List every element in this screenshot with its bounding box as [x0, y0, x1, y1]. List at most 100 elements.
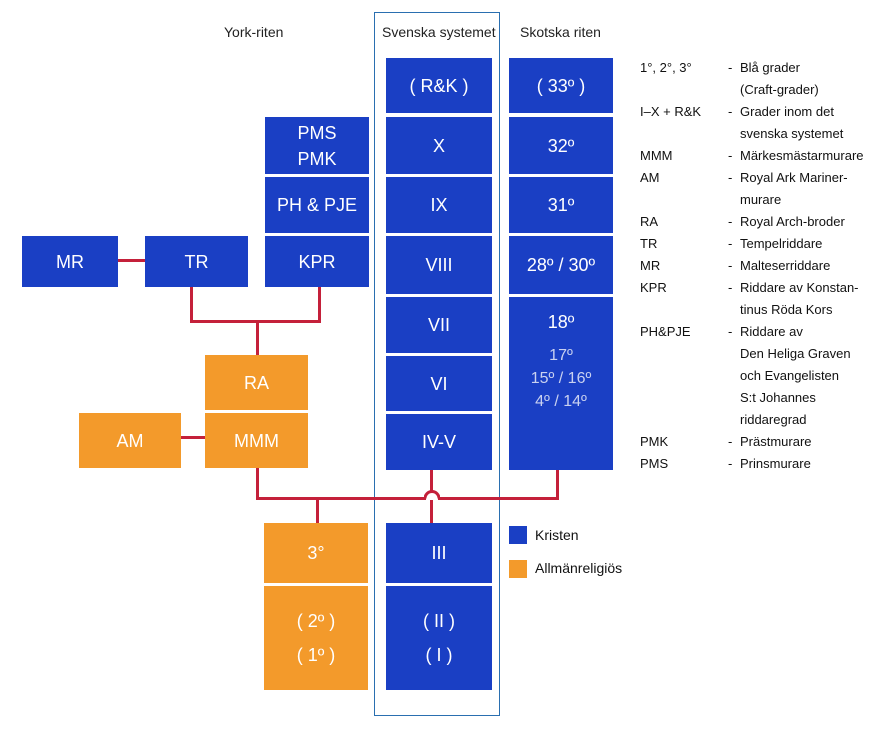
connector-bar-ra: [256, 320, 259, 356]
york-rite-header: York-riten: [224, 24, 284, 40]
glossary-dash: -: [728, 324, 733, 339]
kpr-box: KPR: [265, 236, 369, 287]
connector-bottom-bar-right: [438, 497, 559, 500]
glossary-dash: -: [728, 60, 733, 75]
sk-15-16-label: 15º / 16º: [530, 370, 592, 387]
glossary-abbr: PH&PJE: [640, 324, 691, 339]
glossary-abbr: RA: [640, 214, 659, 229]
legend-kristen-swatch: [509, 526, 527, 544]
glossary-definition-line: Riddare av Konstan-: [740, 280, 859, 295]
glossary-abbr: PMK: [640, 434, 669, 449]
sv-iv-v-label: IV-V: [421, 432, 456, 452]
glossary-dash: -: [728, 214, 733, 229]
sv-i-label: ( I ): [425, 645, 453, 665]
sk-33-box: ( 33º ): [509, 58, 613, 113]
glossary-definition-line: Prästmurare: [740, 434, 812, 449]
connector-ivv-down: [430, 470, 433, 492]
glossary-abbr: AM: [640, 170, 660, 185]
glossary-abbr: MR: [640, 258, 661, 273]
sv-rk-box: ( R&K ): [386, 58, 492, 113]
glossary-dash: -: [728, 280, 733, 295]
mr-label: MR: [56, 251, 84, 272]
glossary-definition-line: Royal Ark Mariner-: [740, 170, 848, 185]
glossary-abbr: 1°, 2°, 3°: [640, 60, 692, 75]
sv-viii-box: VIII: [386, 236, 492, 294]
glossary-dash: -: [728, 456, 733, 471]
sv-ix-label: IX: [430, 195, 448, 215]
sv-viii-label: VIII: [425, 255, 453, 275]
sk-32-label: 32º: [547, 135, 575, 156]
connector-am-mmm: [181, 436, 206, 439]
connector-to-iii: [430, 500, 433, 524]
sk-17-label: 17º: [549, 347, 573, 364]
ra-label: RA: [243, 372, 269, 393]
degree-2-label: ( 2º ): [296, 611, 336, 631]
sv-vi-label: VI: [430, 373, 448, 394]
sk-18-label: 18º: [547, 312, 575, 332]
pms-pmk-box: PMS PMK: [265, 117, 369, 174]
sk-31-box: 31º: [509, 177, 613, 233]
glossary-definition-line: Blå grader: [740, 60, 800, 75]
connector-kpr-down: [318, 286, 321, 322]
connector-skotska-down: [556, 470, 559, 500]
degree-1-2-box: ( 2º ) ( 1º ): [264, 586, 368, 690]
mr-box: MR: [22, 236, 118, 287]
sk-31-label: 31º: [547, 195, 575, 215]
am-box: AM: [79, 413, 181, 468]
glossary-dash: -: [728, 236, 733, 251]
sv-iii-box: III: [386, 523, 492, 583]
legend-allman-swatch: [509, 560, 527, 578]
connector-bottom-bar-left: [256, 497, 426, 500]
swedish-system-frame: [374, 12, 500, 716]
glossary-definition-line: Royal Arch-broder: [740, 214, 845, 229]
connector-to-3deg: [316, 497, 319, 524]
sv-rk-label: ( R&K ): [409, 75, 469, 96]
sv-ii-label: ( II ): [423, 611, 455, 631]
connector-mmm-down: [256, 468, 259, 499]
glossary-definition-line: murare: [740, 192, 782, 207]
glossary-dash: -: [728, 104, 733, 119]
glossary-definition-line: S:t Johannes: [740, 390, 816, 405]
sv-iii-label: III: [431, 543, 447, 563]
tr-box: TR: [145, 236, 248, 287]
glossary-dash: -: [728, 148, 733, 163]
glossary-dash: -: [728, 170, 733, 185]
legend-allman-label: Allmänreligiös: [535, 560, 623, 576]
ph-pje-box: PH & PJE: [265, 177, 369, 233]
ph-pje-label: PH & PJE: [276, 195, 358, 215]
glossary-definition-line: Malteserriddare: [740, 258, 831, 273]
sk-28-30-box: 28º / 30º: [509, 236, 613, 294]
degree-3-label: 3°: [307, 543, 325, 563]
connector-mr-tr: [118, 259, 145, 262]
sk-4-14-label: 4º / 14º: [535, 393, 587, 410]
ra-box: RA: [205, 355, 308, 410]
glossary-abbr: TR: [640, 236, 658, 251]
scottish-rite-header: Skotska riten: [520, 24, 601, 40]
sv-iv-v-box: IV-V: [386, 414, 492, 470]
degree-3-box: 3°: [264, 523, 368, 583]
sv-ix-box: IX: [386, 177, 492, 233]
sv-i-ii-box: ( II ) ( I ): [386, 586, 492, 690]
glossary-definition-line: riddaregrad: [740, 412, 807, 427]
glossary-definition-line: Prinsmurare: [740, 456, 811, 471]
glossary-definition-line: Riddare av: [740, 324, 803, 339]
degree-1-label: ( 1º ): [296, 645, 336, 665]
glossary-definition-line: Grader inom det: [740, 104, 834, 119]
mmm-label: MMM: [234, 430, 279, 451]
glossary-abbr: KPR: [640, 280, 667, 295]
connector-tr-down: [190, 286, 193, 322]
glossary-abbr: PMS: [640, 456, 669, 471]
glossary-definition-line: Den Heliga Graven: [740, 346, 851, 361]
glossary-definition-line: och Evangelisten: [740, 368, 840, 383]
mmm-box: MMM: [205, 413, 308, 468]
glossary-abbr: I–X + R&K: [640, 104, 702, 119]
am-label: AM: [116, 430, 144, 451]
tr-label: TR: [184, 251, 209, 272]
glossary-abbr: MMM: [640, 148, 673, 163]
sv-vii-box: VII: [386, 297, 492, 353]
glossary-definition-line: Märkesmästarmurare: [740, 148, 864, 163]
kpr-label: KPR: [298, 251, 336, 272]
pms-label: PMS: [297, 122, 337, 143]
legend-kristen-label: Kristen: [535, 527, 579, 543]
connector-tr-kpr-bar: [190, 320, 321, 323]
